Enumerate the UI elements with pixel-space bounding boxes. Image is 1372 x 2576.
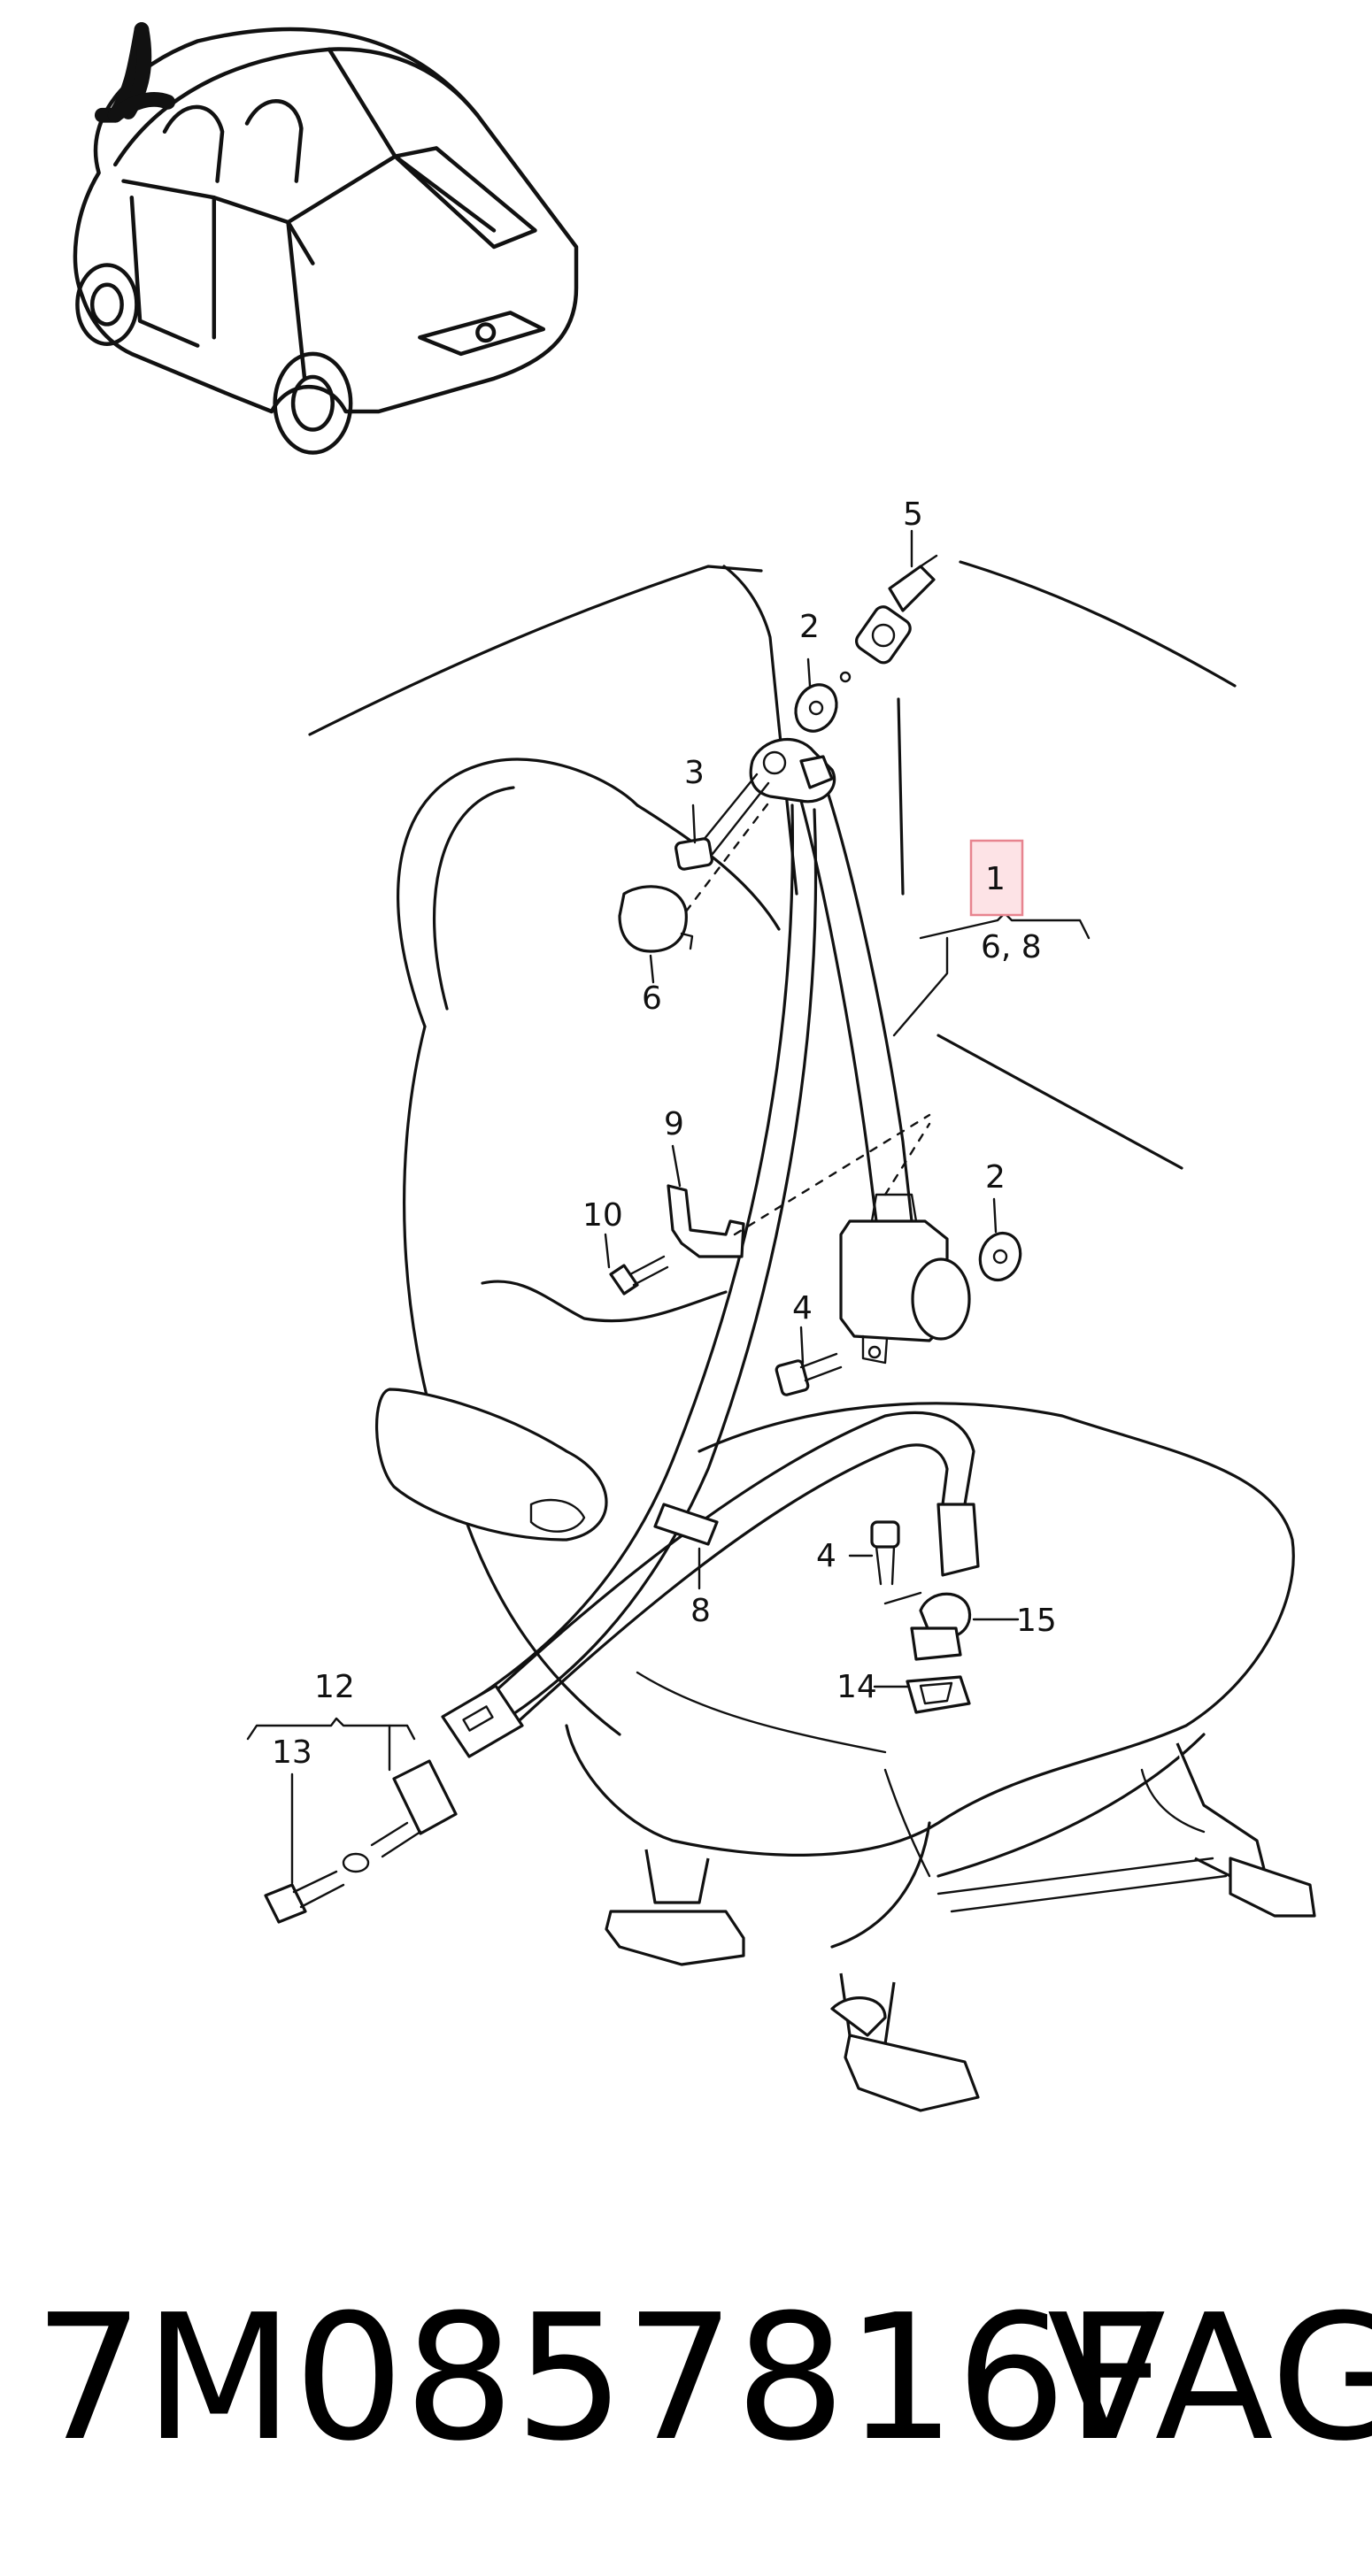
upper-belt-guide: [749, 738, 836, 804]
callout-labels: 1 6, 8 5 2 3 6 9 10 2 4 4 8 15 14 12 13: [272, 496, 1057, 1771]
lap-anchor-bolt: [870, 1520, 900, 1586]
anchor-plate: [906, 1675, 971, 1714]
brand-label: VAG: [1047, 2278, 1372, 2480]
callout-2-lower[interactable]: 2: [985, 1159, 1006, 1196]
callout-10[interactable]: 10: [582, 1197, 623, 1234]
part-number: 7M0857816F: [34, 2278, 1166, 2480]
washer-lower: [978, 1231, 1022, 1282]
callout-14[interactable]: 14: [836, 1669, 877, 1705]
buckle-bolt: [264, 1870, 345, 1924]
trim-cap: [618, 799, 772, 953]
leader-lines: [246, 529, 1091, 1885]
vehicle-thumbnail: [73, 22, 579, 455]
callout-4-retractor[interactable]: 4: [792, 1290, 813, 1326]
bracket-screw: [609, 1255, 669, 1296]
callout-5[interactable]: 5: [903, 496, 923, 533]
seat-belt-webbing: [441, 790, 980, 1758]
callout-13[interactable]: 13: [272, 1734, 312, 1771]
upper-bolt: [674, 773, 770, 871]
callout-1-sub: 6, 8: [981, 929, 1042, 965]
callout-12[interactable]: 12: [314, 1669, 355, 1705]
callout-2-top[interactable]: 2: [799, 609, 820, 645]
callout-15[interactable]: 15: [1016, 1603, 1057, 1639]
highlight-box-item-1: [969, 839, 1024, 917]
washer-top: [794, 671, 852, 733]
belt-retractor: [839, 1122, 971, 1365]
callout-4-lap[interactable]: 4: [816, 1538, 836, 1574]
anchor-loop: [883, 1591, 972, 1661]
mounting-bracket: [667, 1113, 931, 1258]
height-adjuster-bolt: [855, 554, 938, 665]
callout-1[interactable]: 1: [985, 861, 1006, 897]
callout-6[interactable]: 6: [642, 980, 662, 1017]
callout-8[interactable]: 8: [690, 1593, 711, 1629]
callout-9[interactable]: 9: [664, 1106, 684, 1142]
retractor-bolt: [775, 1352, 843, 1396]
belt-buckle: [342, 1759, 458, 1873]
callout-3[interactable]: 3: [684, 755, 705, 791]
